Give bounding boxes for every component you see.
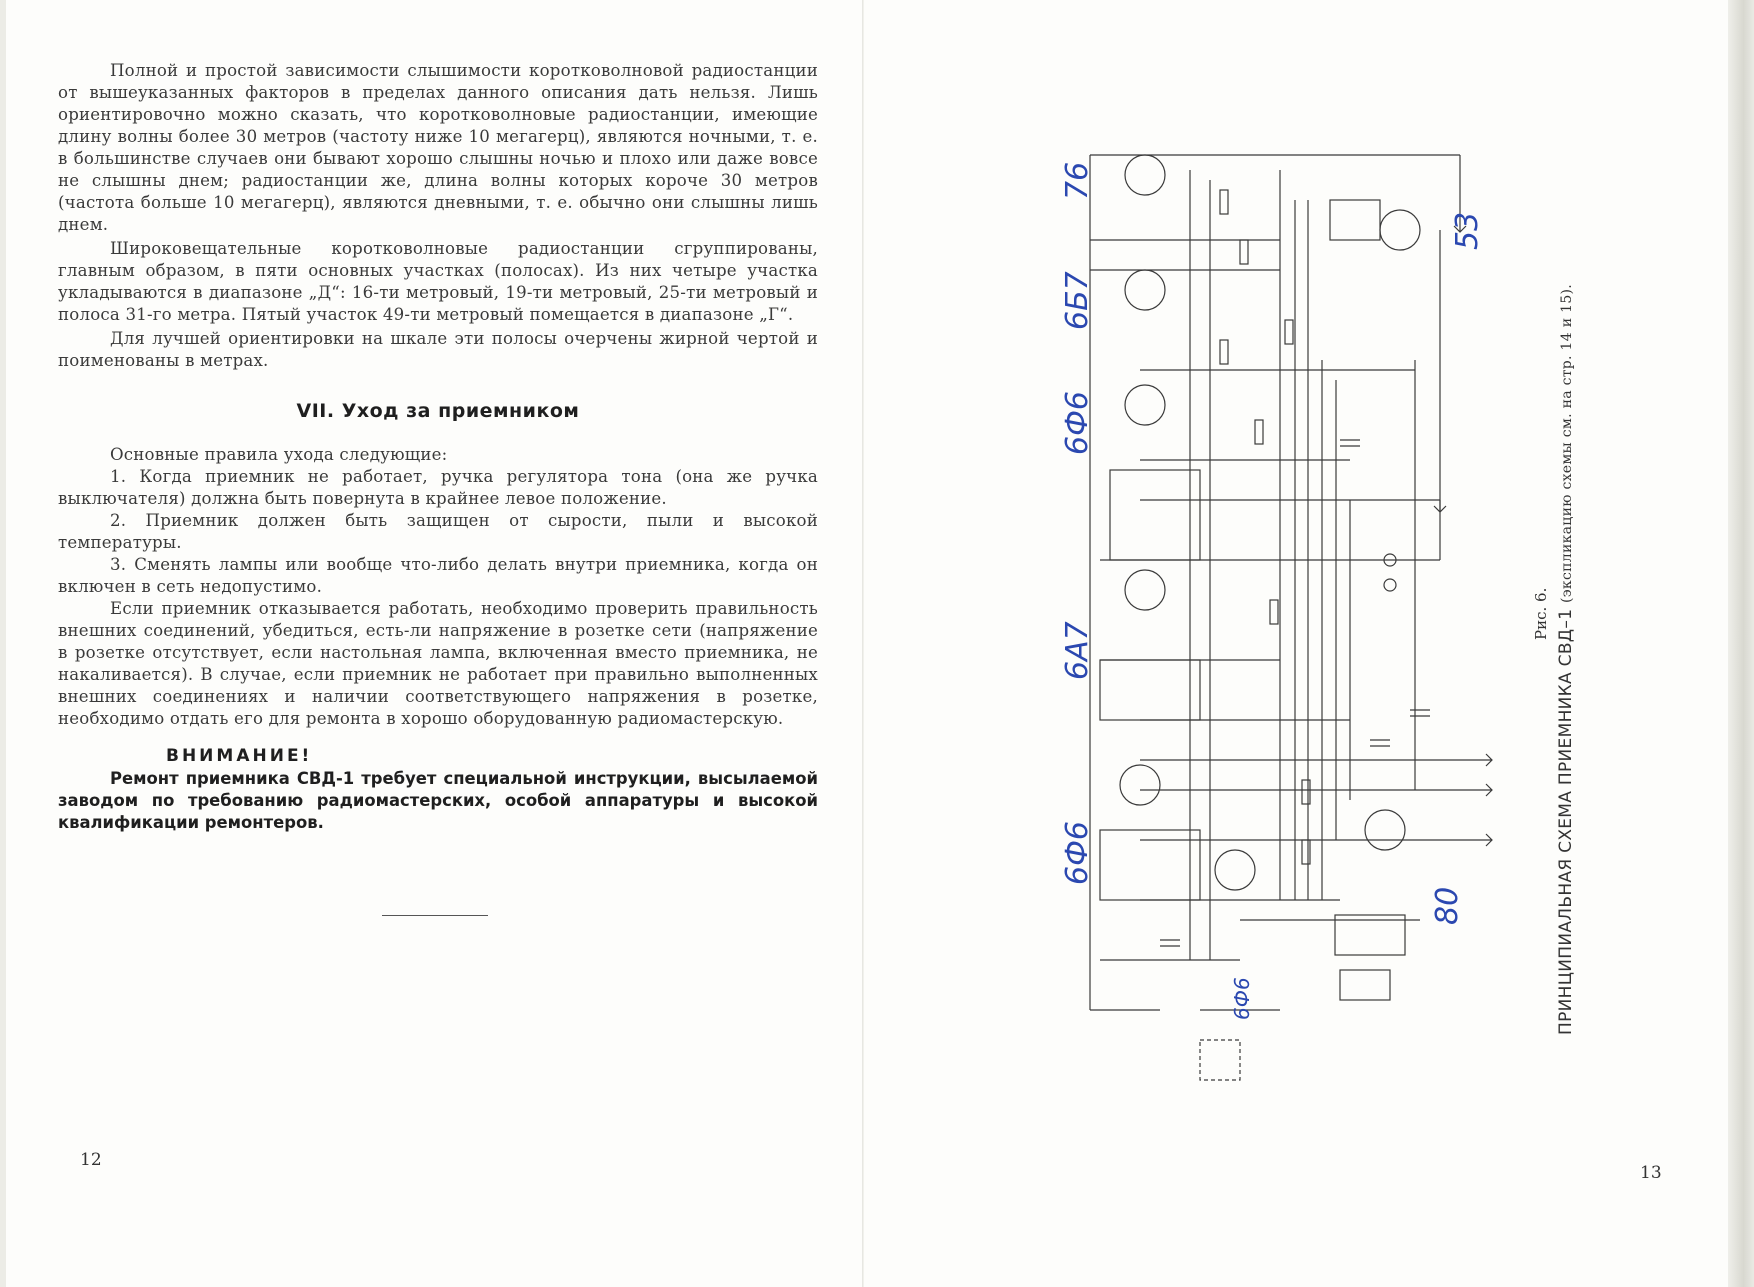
tube-label-53: 53: [1450, 211, 1485, 250]
section-title: VII. Уход за приемником: [296, 400, 580, 422]
tube-label-80: 80: [1430, 886, 1465, 925]
left-page: Полной и простой зависимости слышимости …: [58, 60, 818, 834]
paragraph-troubleshooting: Если приемник отказывается работать, нео…: [58, 599, 818, 728]
tube-label-6a7: 6А7: [1060, 621, 1095, 680]
warning-title: ВНИМАНИЕ!: [166, 746, 313, 766]
page-edge-right: [1728, 0, 1754, 1287]
paragraph-shortwave-audibility: Полной и простой зависимости слышимости …: [58, 61, 818, 234]
tube-label-6f6-top: 6Ф6: [1060, 391, 1095, 455]
paragraph-scale-orientation: Для лучшей ориентировки на шкале эти пол…: [58, 329, 818, 370]
closing-rule: [382, 915, 488, 916]
paragraph-broadcast-bands: Широковещательные коротковолновые радиос…: [58, 239, 818, 324]
paragraph-care-rule-3: 3. Сменять лампы или вообще что-либо дел…: [58, 555, 818, 596]
figure-label: Рис. 6.: [1532, 587, 1550, 640]
tube-label-6f6-mid: 6Ф6: [1060, 821, 1095, 885]
page-edge-left: [0, 0, 6, 1287]
page-number-left: 12: [80, 1150, 102, 1170]
warning-text: Ремонт приемника СВД-1 требует специальн…: [58, 769, 818, 832]
figure-caption: ПРИНЦИПИАЛЬНАЯ СХЕМА ПРИЕМНИКА СВД–1 (эк…: [1556, 284, 1576, 1035]
book-gutter: [862, 0, 864, 1287]
figure-caption-note: (экспликацию схемы см. на стр. 14 и 15).: [1559, 283, 1575, 603]
tube-label-6b7: 6Б7: [1060, 271, 1095, 330]
tube-label-76: 76: [1060, 161, 1095, 200]
paragraph-care-rule-2: 2. Приемник должен быть защищен от сырос…: [58, 511, 818, 552]
page-number-right: 13: [1640, 1163, 1662, 1183]
tube-label-6f6-bottom: 6Ф6: [1230, 977, 1254, 1020]
schematic-drawing: [1089, 154, 1493, 1081]
figure-caption-title: ПРИНЦИПИАЛЬНАЯ СХЕМА ПРИЕМНИКА СВД–1: [1556, 608, 1576, 1035]
paragraph-care-intro: Основные правила ухода следующие:: [110, 445, 448, 464]
circuit-schematic: [1040, 140, 1520, 1100]
paragraph-care-rule-1: 1. Когда приемник не работает, ручка рег…: [58, 467, 818, 508]
